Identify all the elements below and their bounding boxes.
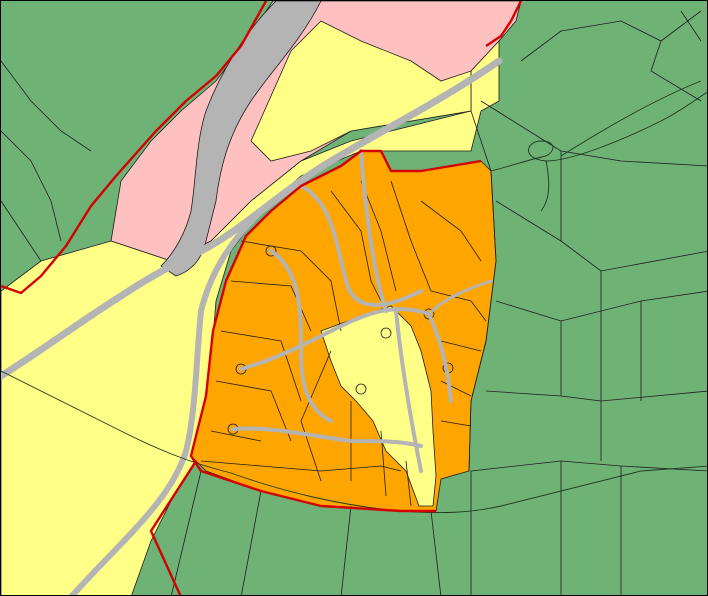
main-road[interactable] [1,57,503,380]
zoning-boundary [1,1,268,295]
river [160,1,322,277]
field-parcels-east [171,10,707,595]
field-tracks [1,80,707,514]
residential-lot-lines [200,180,487,507]
estate-internal-roads [231,149,493,473]
residential-low-north [250,20,472,162]
zoning-boundary-north [485,1,523,47]
secondary-road[interactable] [68,208,264,596]
residential-low-inner-cluster [320,305,437,507]
zoning-boundary-estate [189,149,482,513]
zoning-boundary-south [149,460,198,595]
field-parcels-west [1,60,92,262]
